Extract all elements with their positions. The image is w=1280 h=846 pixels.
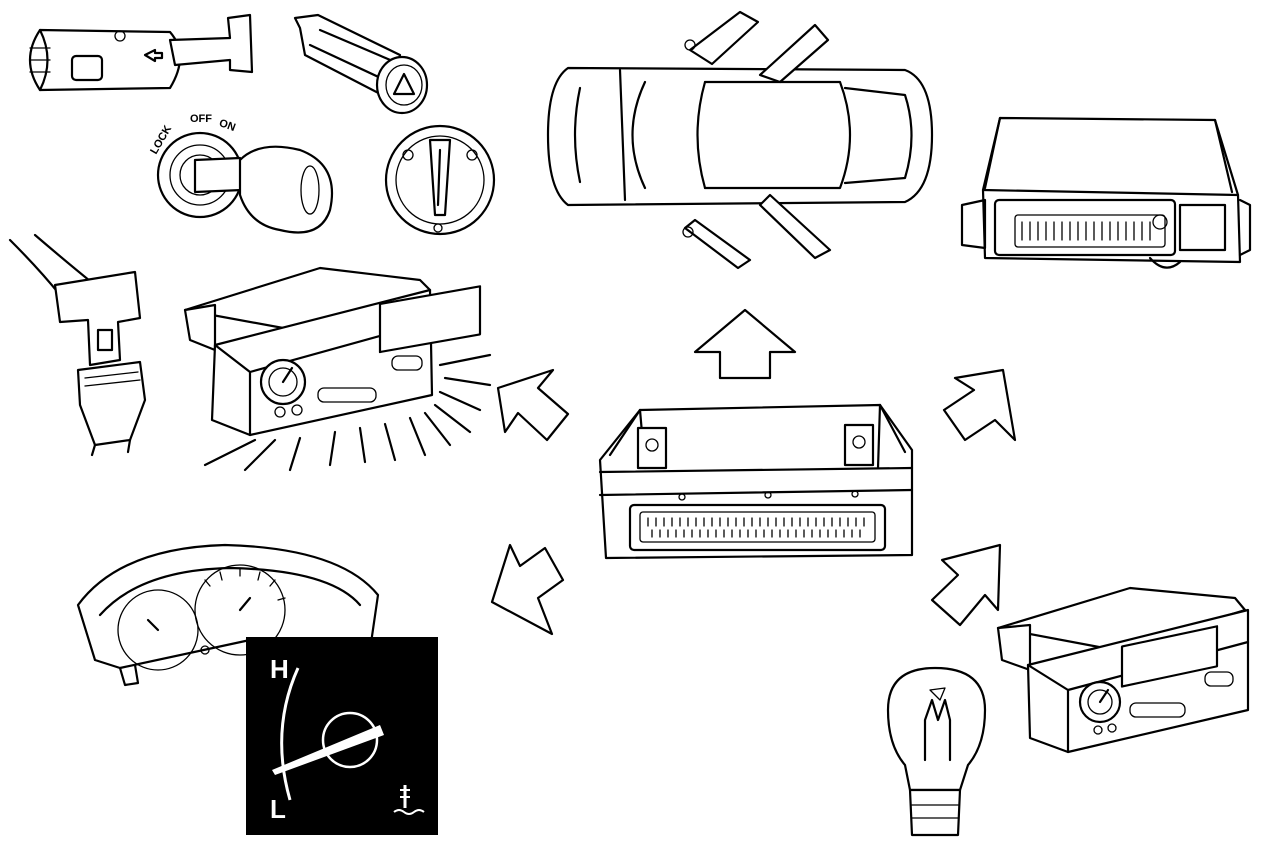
gauge-high-label: H bbox=[270, 654, 289, 684]
radio-display-unit-lower-icon bbox=[996, 586, 1250, 754]
on-label: ON bbox=[217, 117, 237, 134]
light-stalk-switch-icon bbox=[29, 13, 254, 92]
radio-display-unit-icon bbox=[183, 266, 492, 472]
arrow-lower-right bbox=[930, 543, 1002, 627]
seat-belt-buckle-icon bbox=[8, 233, 147, 457]
coolant-icon bbox=[393, 785, 425, 815]
arrow-upper-right bbox=[942, 368, 1017, 442]
ignition-key-switch-icon: LOCK OFF ON bbox=[148, 113, 334, 234]
bulb-icon bbox=[886, 666, 987, 837]
door-front-left bbox=[688, 10, 760, 66]
hazard-switch-icon bbox=[293, 13, 429, 115]
arrow-lower-left bbox=[490, 543, 565, 636]
off-label: OFF bbox=[190, 113, 212, 125]
door-front-right bbox=[683, 218, 752, 270]
gauge-low-label: L bbox=[270, 794, 286, 824]
door-rear-right bbox=[758, 193, 832, 260]
headlamp-rotary-switch-icon bbox=[384, 124, 496, 236]
central-control-unit-icon bbox=[598, 403, 914, 560]
control-module-icon bbox=[960, 116, 1252, 269]
connector-pins bbox=[647, 517, 865, 538]
arrow-up bbox=[693, 308, 797, 380]
car-top-view-icon bbox=[546, 10, 934, 270]
temperature-gauge-icon: H L bbox=[246, 637, 438, 835]
door-rear-left bbox=[758, 23, 830, 84]
arrow-icon bbox=[490, 308, 1017, 636]
arrow-upper-left bbox=[496, 368, 570, 442]
